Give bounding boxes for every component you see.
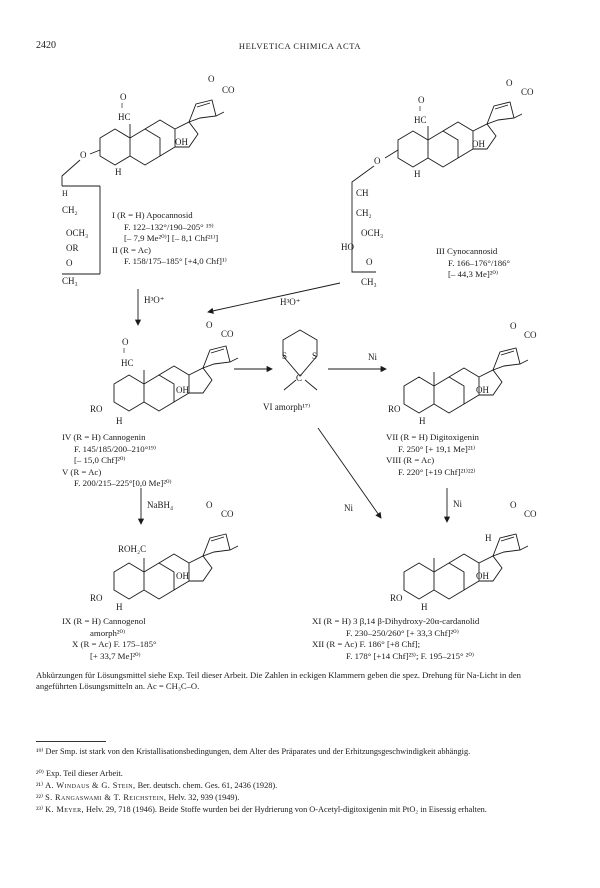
svg-text:RO: RO [90, 404, 103, 414]
svg-text:H: H [116, 416, 123, 426]
caption-VII: VII (R = H) Digitoxigenin F. 250° [+ 19,… [386, 432, 479, 477]
svg-text:C: C [296, 373, 302, 383]
caption-XI: XI (R = H) 3 β,14 β-Dihydroxy-20α-cardan… [312, 616, 480, 661]
svg-text:VI amorph¹⁷⁾: VI amorph¹⁷⁾ [263, 402, 310, 412]
structure-XI: OH H RO H O CO [390, 500, 537, 612]
structure-VII: OH H RO O CO [388, 321, 537, 426]
svg-text:H: H [115, 167, 122, 177]
footnote-19: ¹⁹⁾ Der Smp. ist stark von den Kristalli… [36, 747, 471, 756]
svg-text:O: O [206, 500, 213, 510]
svg-text:ROH₂C: ROH₂C [118, 544, 146, 554]
svg-text:CO: CO [222, 85, 235, 95]
svg-text:O: O [80, 150, 87, 160]
footnote-23: ²³⁾ K. Meyer, Helv. 29, 718 (1946). Beid… [36, 805, 487, 814]
svg-text:OH: OH [472, 139, 485, 149]
svg-text:HO: HO [341, 242, 354, 252]
svg-text:CH₂: CH₂ [356, 208, 372, 218]
structure-I: O ‖ HC OH H O CO O H CH₂ OCH₃ OR O CH₃ [61, 74, 235, 286]
svg-text:RO: RO [390, 593, 403, 603]
svg-text:Ni: Ni [453, 499, 462, 509]
svg-text:O: O [66, 258, 73, 268]
svg-text:RO: RO [388, 404, 401, 414]
page-number: 2420 [36, 40, 56, 51]
svg-text:O: O [510, 321, 517, 331]
svg-text:CO: CO [524, 330, 537, 340]
svg-text:CO: CO [521, 87, 534, 97]
svg-text:CO: CO [221, 509, 234, 519]
svg-text:OCH₃: OCH₃ [361, 228, 383, 238]
svg-text:H: H [414, 169, 421, 179]
arrow-hydrolysis-III [207, 282, 341, 314]
svg-text:OH: OH [175, 137, 188, 147]
svg-text:O: O [122, 337, 129, 347]
svg-text:H³O⁺: H³O⁺ [280, 297, 301, 307]
svg-text:‖: ‖ [419, 105, 421, 113]
svg-text:OCH₃: OCH₃ [66, 228, 88, 238]
svg-text:Ni: Ni [344, 503, 353, 513]
svg-text:‖: ‖ [123, 347, 125, 355]
svg-text:OH: OH [476, 571, 489, 581]
svg-text:HC: HC [414, 115, 427, 125]
svg-text:O: O [208, 74, 215, 84]
svg-text:O: O [366, 257, 373, 267]
footnote-20: ²⁰⁾ Exp. Teil dieser Arbeit. [36, 769, 123, 778]
arrow-VI-to-XI [317, 427, 382, 519]
svg-text:CH₃: CH₃ [62, 276, 78, 286]
svg-text:H: H [419, 416, 426, 426]
svg-text:CH₂: CH₂ [62, 205, 78, 215]
svg-text:OH: OH [176, 385, 189, 395]
svg-text:CO: CO [221, 329, 234, 339]
caption-I: I (R = H) Apocannosid F. 122–132°/190–20… [112, 210, 227, 267]
footnote-22: ²²⁾ S. Rangaswami & T. Reichstein, Helv.… [36, 793, 240, 802]
caption-III: III Cynocannosid F. 166–176°/186° [– 44,… [436, 246, 511, 280]
abbreviation-note: Abkürzungen für Lösungsmittel siehe Exp.… [36, 670, 521, 692]
structure-VI: S S C VI amorph¹⁷⁾ [263, 329, 318, 412]
svg-text:NaBH₄: NaBH₄ [147, 500, 173, 510]
svg-text:CO: CO [524, 509, 537, 519]
svg-text:HC: HC [118, 112, 131, 122]
svg-text:‖: ‖ [121, 102, 123, 110]
footnote-rule [36, 741, 106, 742]
svg-text:H: H [421, 602, 428, 612]
svg-text:S: S [282, 351, 287, 361]
svg-text:CH₃: CH₃ [361, 277, 377, 287]
svg-text:Ni: Ni [368, 352, 377, 362]
svg-text:HC: HC [121, 358, 134, 368]
caption-IV: IV (R = H) Cannogenin F. 145/185/200–210… [62, 432, 172, 489]
svg-text:S: S [312, 351, 317, 361]
caption-IX: IX (R = H) Cannogenol amorph²⁰⁾ X (R = A… [62, 616, 157, 661]
svg-text:OH: OH [476, 385, 489, 395]
structure-IV: O ‖ HC OH H RO O CO [90, 320, 239, 426]
footnote-21: ²¹⁾ A. Windaus & G. Stein, Ber. deutsch.… [36, 781, 278, 790]
svg-text:OR: OR [66, 243, 79, 253]
reaction-scheme: O ‖ HC OH H O CO O H CH₂ OCH₃ OR O CH₃ O… [61, 74, 537, 612]
structure-IX: ROH₂C OH H RO O CO [90, 500, 239, 612]
svg-text:H: H [485, 533, 492, 543]
svg-text:O: O [206, 320, 213, 330]
svg-text:H: H [62, 189, 68, 198]
svg-text:RO: RO [90, 593, 103, 603]
svg-text:H³O⁺: H³O⁺ [144, 295, 165, 305]
svg-text:O: O [418, 95, 425, 105]
svg-text:OH: OH [176, 571, 189, 581]
svg-text:O: O [120, 92, 127, 102]
svg-text:O: O [506, 78, 513, 88]
journal-title: HELVETICA CHIMICA ACTA [238, 41, 362, 51]
svg-text:O: O [374, 156, 381, 166]
svg-text:H: H [116, 602, 123, 612]
structure-III: O ‖ HC OH H O CO O CH CH₂ OCH₃ HO O CH₃ [341, 78, 534, 287]
svg-text:CH: CH [356, 188, 369, 198]
svg-text:O: O [510, 500, 517, 510]
